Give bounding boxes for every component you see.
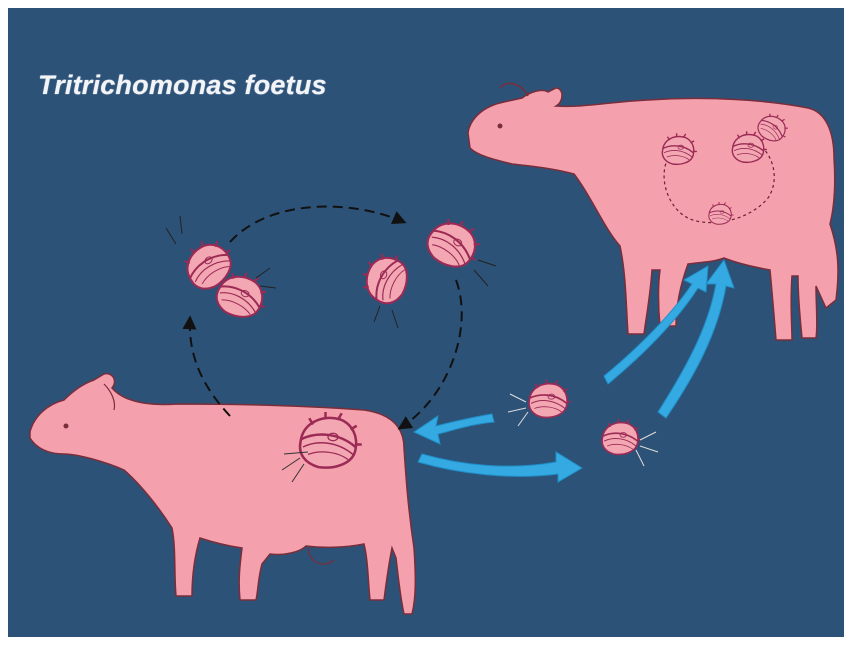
cow-icon [30, 374, 415, 614]
trophozoite-icon [529, 380, 571, 418]
life-cycle-diagram [8, 8, 844, 637]
trophozoite-icon [602, 419, 642, 455]
dividing-trophozoite-icon [356, 210, 496, 328]
life-cycle-arrows [190, 207, 462, 428]
diagram-title: Tritrichomonas foetus [38, 70, 327, 101]
transmission-arrows [414, 260, 734, 482]
dividing-trophozoite-icon [166, 216, 276, 324]
diagram-panel: Tritrichomonas foetus [8, 8, 844, 637]
bull-icon [468, 83, 838, 340]
